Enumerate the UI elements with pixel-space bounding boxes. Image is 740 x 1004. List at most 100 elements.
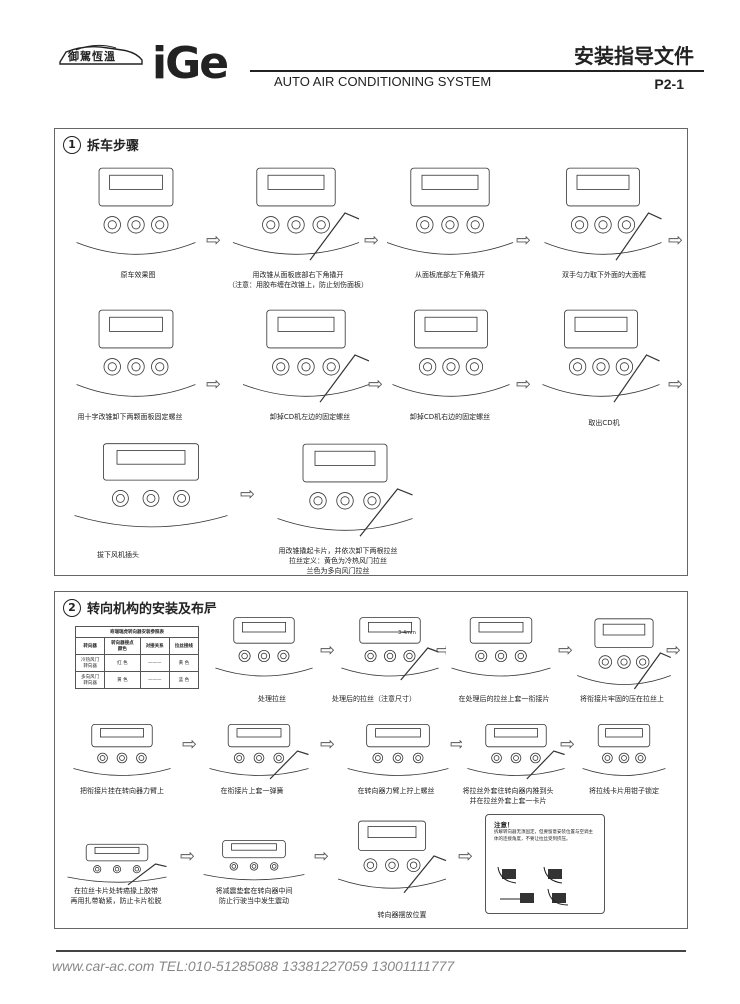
arrow-right-icon: ⇨ <box>516 230 532 251</box>
install-step-caption: 把衔接片挂在转向器力臂上 <box>80 787 164 795</box>
table-header: 转向器 <box>74 637 106 655</box>
arrow-right-icon: ⇨ <box>560 734 576 755</box>
footer-contact: www.car-ac.com TEL:010-51285088 13381227… <box>52 958 455 974</box>
install-step-caption: 将拉线卡片用钳子锁定 <box>589 787 659 795</box>
removal-step-illustration <box>536 296 666 414</box>
install-step-illustration <box>336 608 444 688</box>
removal-step-caption: 卸掉CD机右边的固定螺丝 <box>409 413 491 421</box>
page-number: P2-1 <box>654 76 684 92</box>
install-step-caption: 在转向器力臂上拧上螺丝 <box>357 787 435 795</box>
removal-step-illustration <box>538 154 668 272</box>
section-actuator-install: 2 转向机构的安装及布局 奇瑞瑞虎转向器安装参照表 转向器 转向器接点 颜色 对… <box>54 591 688 929</box>
header-rule <box>250 70 704 72</box>
install-step-illustration <box>446 608 556 688</box>
arrow-right-icon: ⇨ <box>182 734 198 755</box>
arrow-right-icon: ⇨ <box>320 640 336 661</box>
install-step-caption: 在衔接片上套一弹簧 <box>220 787 284 795</box>
install-step-caption: 在拉丝卡片处转癌掾上胶带 再用扎带勒紧，防止卡片松脱 <box>70 887 162 905</box>
arrow-right-icon: ⇨ <box>458 846 474 867</box>
arrow-right-icon: ⇨ <box>206 230 222 251</box>
table-cell: ——— <box>139 671 170 689</box>
arrow-right-icon: ⇨ <box>558 640 574 661</box>
table-cell: 冷热风门 转向器 <box>74 654 106 672</box>
removal-step-illustration <box>386 296 516 414</box>
brand-chinese-name: 御駕恆溫 <box>68 50 116 63</box>
arrow-right-icon: ⇨ <box>320 734 336 755</box>
install-step-illustration <box>332 810 452 902</box>
arrow-right-icon: ⇨ <box>240 484 256 505</box>
dimension-label: 3-4mm <box>398 630 416 636</box>
removal-step-illustration <box>66 430 236 544</box>
removal-step-caption: 用改锥撬起卡片，并依次卸下两根拉丝 拉丝定义：黄色为冷热风门拉丝 兰色为多向风门… <box>278 547 398 575</box>
footer-rule <box>56 950 686 952</box>
header-subtitle: AUTO AIR CONDITIONING SYSTEM <box>274 74 492 89</box>
arrow-right-icon: ⇨ <box>668 374 684 395</box>
removal-step-caption: 原车效果图 <box>120 271 156 279</box>
removal-step-caption: 取出CD机 <box>588 419 620 427</box>
section1-number: 1 <box>63 135 81 154</box>
section1-heading: 1 拆车步骤 <box>63 135 139 154</box>
install-step-caption: 转向器摆放位置 <box>377 911 427 919</box>
removal-step-illustration <box>236 296 376 414</box>
table-cell: 红 色 <box>104 654 141 672</box>
removal-step-caption: 用改锥从面板底部右下角撬开 （注意：用胶布缠在改锥上，防止划伤面板） <box>228 271 368 289</box>
removal-step-caption: 从面板底部左下角撬开 <box>415 271 485 279</box>
install-step-caption: 将衔接片牢固的压在拉丝上 <box>580 695 664 703</box>
arrow-right-icon: ⇨ <box>180 846 196 867</box>
arrow-right-icon: ⇨ <box>666 640 682 661</box>
section-removal-steps: 1 拆车步骤 <box>54 128 688 576</box>
install-step-caption: 将减震垫套在转向器中间 防止行驶当中发生震动 <box>215 887 293 905</box>
table-cell: 黄 色 <box>168 654 200 672</box>
arrow-right-icon: ⇨ <box>368 374 384 395</box>
table-row: 多向风门 转向器 黄 色 ——— 蓝 色 <box>74 671 200 689</box>
removal-step-illustration <box>270 430 420 548</box>
reference-table: 奇瑞瑞虎转向器安装参照表 转向器 转向器接点 颜色 对接关系 拉丝接线 冷热风门… <box>74 626 200 689</box>
install-step-illustration <box>204 716 314 786</box>
document-title: 安装指导文件 <box>574 44 694 68</box>
brand-logo <box>56 40 148 70</box>
arrow-right-icon: ⇨ <box>314 846 330 867</box>
install-step-caption: 在处理后的拉丝上套一衔接片 <box>458 695 550 703</box>
note-title: 注意！ <box>494 821 514 829</box>
note-box: 注意！ 拆解转向器无须固定，但要留意安装位置与空调主体的连接角度，不要让拉丝受到… <box>485 814 605 914</box>
table-header: 转向器接点 颜色 <box>104 637 141 655</box>
arrow-right-icon: ⇨ <box>516 374 532 395</box>
removal-step-illustration <box>70 296 202 414</box>
arrow-right-icon: ⇨ <box>364 230 380 251</box>
section2-title: 转向机构的安装及布局 <box>87 602 218 617</box>
removal-step-illustration <box>380 154 520 272</box>
table-cell: 多向风门 转向器 <box>74 671 106 689</box>
removal-step-caption: 卸掉CD机左边的固定螺丝 <box>269 413 351 421</box>
table-row: 冷热风门 转向器 红 色 ——— 黄 色 <box>74 654 200 672</box>
section1-title: 拆车步骤 <box>87 139 140 154</box>
install-step-illustration <box>572 608 676 698</box>
removal-step-caption: 双手匀力取下外面的大面框 <box>562 271 646 279</box>
table-cell: ——— <box>139 654 170 672</box>
removal-step-caption: 用十字改锥卸下两颗面板固定螺丝 <box>77 413 183 421</box>
table-cell: 蓝 色 <box>168 671 200 689</box>
install-step-caption: 将拉丝外套往转向器内推到头 并在拉丝外套上套一卡片 <box>462 787 554 805</box>
removal-step-illustration <box>70 154 202 272</box>
car-logo-icon <box>59 44 143 65</box>
section2-heading: 2 转向机构的安装及布局 <box>63 598 217 617</box>
install-step-illustration <box>210 608 318 688</box>
table-header: 拉丝接线 <box>168 637 200 655</box>
install-step-illustration <box>578 716 670 786</box>
arrow-right-icon: ⇨ <box>668 230 684 251</box>
install-step-illustration <box>68 716 176 786</box>
table-header: 对接关系 <box>139 637 170 655</box>
install-step-caption: 处理拉丝 <box>258 695 286 703</box>
install-step-illustration <box>62 838 172 890</box>
removal-step-caption: 拔下风机插头 <box>97 551 139 559</box>
table-title: 奇瑞瑞虎转向器安装参照表 <box>75 626 199 638</box>
brand-wordmark: iGe <box>152 38 229 89</box>
install-step-illustration <box>462 716 570 786</box>
arrow-right-icon: ⇨ <box>450 734 466 755</box>
section2-number: 2 <box>63 598 81 617</box>
install-step-illustration <box>342 716 454 786</box>
install-step-illustration <box>198 834 310 888</box>
table-cell: 黄 色 <box>104 671 141 689</box>
removal-step-illustration <box>226 154 366 272</box>
install-step-caption: 处理后的拉丝（注意尺寸） <box>332 695 416 703</box>
arrow-right-icon: ⇨ <box>206 374 222 395</box>
